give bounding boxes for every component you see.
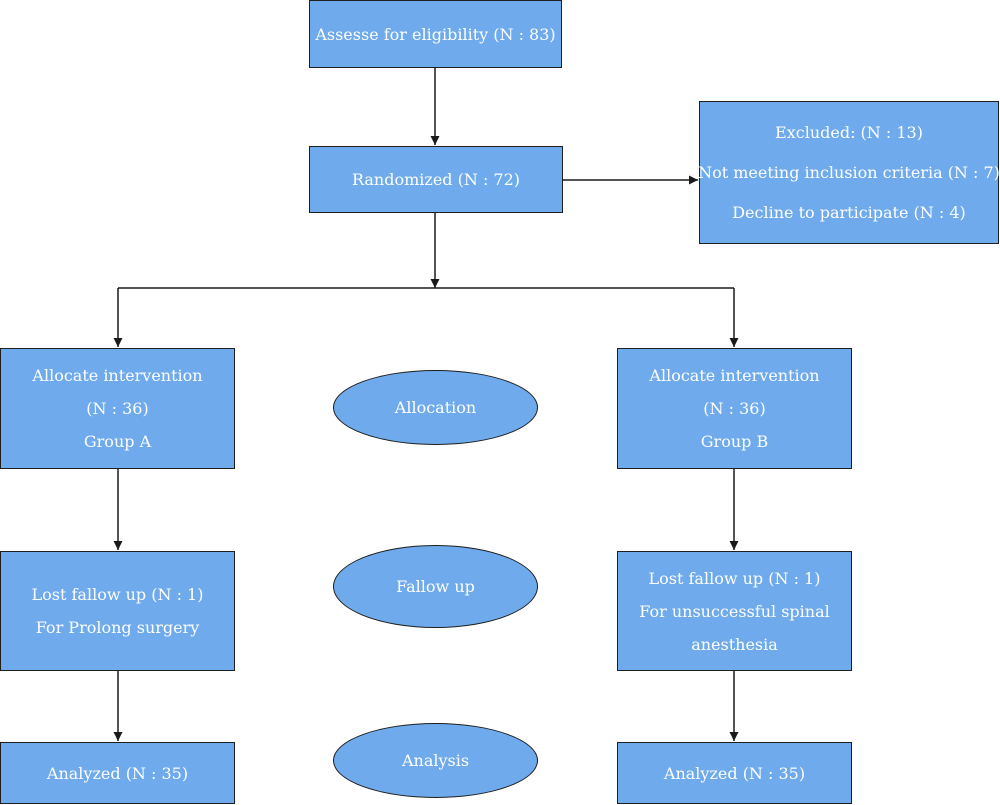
box-text-line: Allocate intervention <box>32 366 203 385</box>
excluded-box: Excluded: (N : 13) Not meeting inclusion … <box>698 101 1000 244</box>
box-text-line: Lost fallow up (N : 1) <box>31 585 204 604</box>
box-text-line: Excluded: (N : 13) <box>775 122 923 142</box>
box-text-line: Lost fallow up (N : 1) <box>648 568 821 588</box>
follow-up-stage-ellipse: Fallow up <box>333 545 538 628</box>
box-text-line: For Prolong surgery <box>35 618 200 637</box>
box-text-line: Group B <box>700 432 769 451</box>
allocate-group-a-box: Allocate intervention (N : 36) Group A <box>0 348 235 469</box>
analyzed-a-box: Analyzed (N : 35) <box>0 742 235 804</box>
randomized-box: Randomized (N : 72) <box>309 146 563 213</box>
lost-follow-up-b-box: Lost fallow up (N : 1) For unsuccessful s… <box>617 551 852 671</box>
box-text-line: Assesse for eligibility (N : 83) <box>315 24 556 44</box>
analyzed-b-box: Analyzed (N : 35) <box>617 742 852 804</box>
lost-follow-up-a-box: Lost fallow up (N : 1) For Prolong surger… <box>0 551 235 671</box>
allocate-group-b-box: Allocate intervention (N : 36) Group B <box>617 348 852 469</box>
eligibility-box: Assesse for eligibility (N : 83) <box>309 0 562 68</box>
box-text-line: For unsuccessful spinal <box>639 601 830 621</box>
allocation-stage-ellipse: Allocation <box>333 370 538 445</box>
box-text-line: Group A <box>83 432 152 451</box>
box-text-line: Analyzed (N : 35) <box>46 763 189 783</box>
box-text-line: Not meeting inclusion criteria (N : 7) <box>698 162 1000 182</box>
box-text-line: Analyzed (N : 35) <box>663 763 806 783</box>
box-text-line: Decline to participate (N : 4) <box>732 202 966 222</box>
box-text-line: anesthesia <box>691 634 778 654</box>
box-text-line: Allocate intervention <box>649 366 820 385</box>
box-text-line: Randomized (N : 72) <box>351 170 521 189</box>
box-text-line: (N : 36) <box>86 399 149 418</box>
analysis-stage-ellipse: Analysis <box>333 723 538 798</box>
box-text-line: (N : 36) <box>703 399 766 418</box>
